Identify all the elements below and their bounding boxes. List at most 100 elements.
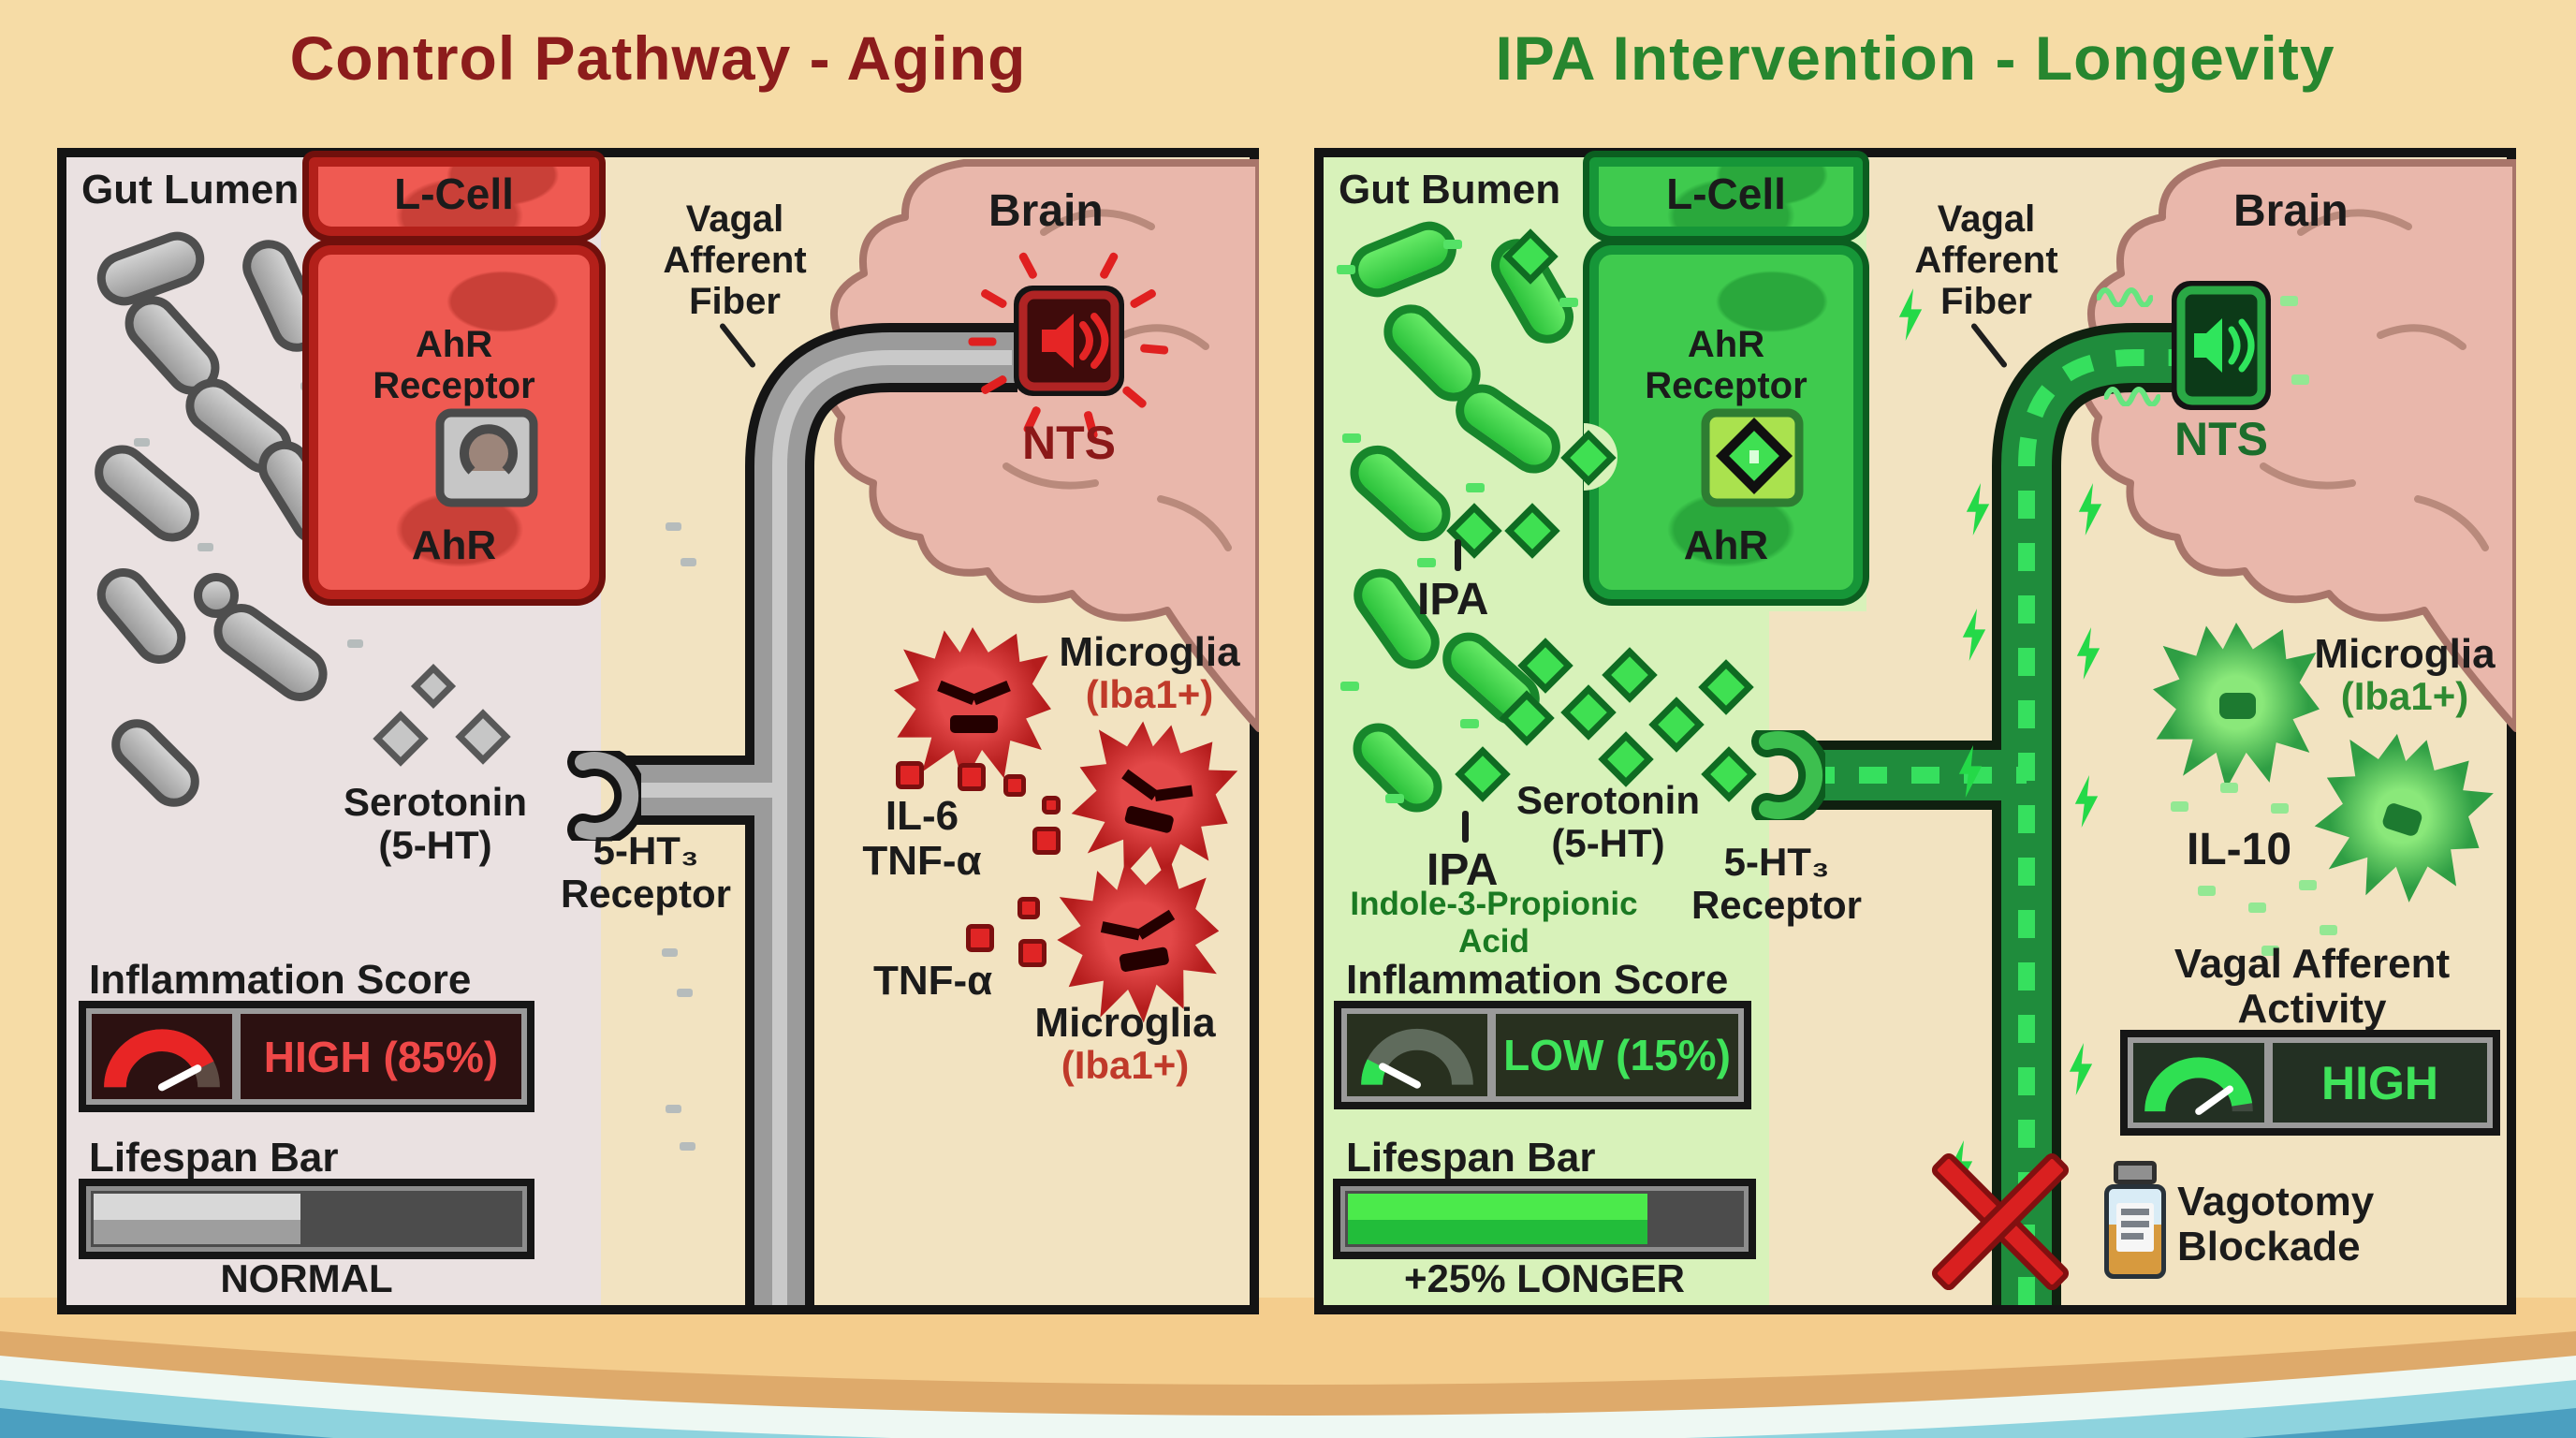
microglia-label-top: Microglia (1059, 629, 1240, 675)
l-cell-main-left (309, 245, 599, 599)
speck (677, 989, 693, 997)
left-panel-title: Control Pathway - Aging (289, 23, 1027, 93)
blockade-label: Vagotomy Blockade (2177, 1179, 2375, 1270)
microglia-cell-icon (894, 627, 1051, 785)
ht3-receptor-icon-left (567, 751, 641, 841)
l-cell-label: L-Cell (394, 169, 514, 218)
ahr-socket-icon (435, 408, 538, 507)
lifespan-bar-left (86, 1186, 527, 1252)
inflammation-title-left: Inflammation Score (89, 957, 472, 1003)
l-cell-label: L-Cell (1666, 169, 1786, 218)
signal-squiggle (2097, 287, 2153, 307)
brain-graphic-left (821, 159, 1259, 732)
tick-line (1462, 811, 1469, 843)
activity-value: HIGH (2321, 1056, 2438, 1109)
lifespan-title-left: Lifespan Bar (89, 1135, 339, 1181)
ipa-intervention-panel: L-Cell AhR Receptor AhR IPA IPA Indole-3… (1314, 148, 2516, 1314)
signal-squiggle (2104, 387, 2160, 406)
vagal-fiber-left (624, 323, 1017, 1305)
gauge-icon (104, 1029, 220, 1092)
fleck (2320, 925, 2337, 935)
sparkle (1337, 265, 1355, 274)
gut-lumen-label-left: Gut Lumen (81, 167, 300, 213)
ipa-label-upper: IPA (1417, 575, 1489, 624)
lifespan-fill (1348, 1194, 1647, 1244)
l-cell-top-right (1589, 157, 1863, 236)
cytokine-dot (1003, 774, 1026, 797)
ht3-label-right: 5-HT₃ Receptor (1690, 840, 1863, 928)
ht3-receptor-icon-right (1751, 730, 1825, 820)
gauge-icon (2144, 1057, 2253, 1115)
medicine-bottle-icon (2104, 1161, 2166, 1279)
lifespan-title-right: Lifespan Bar (1346, 1135, 1596, 1181)
right-panel-title: IPA Intervention - Longevity (1495, 23, 2335, 93)
inflammation-value-left: HIGH (85%) (263, 1032, 499, 1081)
fleck (2220, 783, 2238, 793)
speck (662, 948, 678, 957)
fleck (2171, 801, 2188, 812)
alarm-speaker-icon (1014, 286, 1124, 396)
cytokine-dot (1042, 796, 1061, 814)
fleck (2280, 296, 2298, 306)
l-cell-top-left (309, 157, 599, 236)
activity-title: Vagal Afferent Activity (2174, 941, 2451, 1033)
ahr-caption: AhR (1683, 522, 1769, 568)
iba1-marker-bottom: (Iba1+) (1061, 1043, 1190, 1087)
inflammation-meter-left: HIGH (85%) (86, 1008, 527, 1105)
gauge-icon (1361, 1028, 1473, 1089)
fleck (2271, 803, 2289, 814)
cytokine-dot (966, 924, 994, 952)
brain-label-left: Brain (988, 186, 1104, 236)
ahr-bound-diamond-icon (1701, 408, 1804, 507)
lifespan-bar-right (1340, 1186, 1749, 1252)
cytokine-label-2: TNF-α (873, 958, 993, 1004)
cytokine-labels: IL-6 TNF-α (862, 793, 982, 885)
brain-label-right: Brain (2233, 186, 2349, 236)
ahr-receptor-title: AhR Receptor (373, 324, 535, 406)
beach-waves-graphic (0, 1298, 2576, 1438)
sparkle (1340, 682, 1359, 691)
speck (666, 522, 681, 531)
sparkle (1460, 719, 1479, 728)
sparkle (1559, 298, 1578, 307)
iba1-marker-right: (Iba1+) (2340, 674, 2469, 718)
gut-lumen-label-right: Gut Bumen (1339, 167, 1561, 213)
ahr-caption: AhR (411, 522, 497, 568)
nts-label-left: NTS (1022, 417, 1116, 469)
sparkle (1466, 483, 1485, 492)
fleck (2291, 374, 2309, 385)
fleck (2299, 880, 2317, 890)
sparkle (1385, 794, 1404, 803)
lifespan-status-right: +25% LONGER (1404, 1256, 1685, 1300)
cytokine-dot (1032, 827, 1061, 855)
vagal-fiber-label-left: Vagal Afferent Fiber (663, 198, 807, 322)
ipa-full-name: Indole-3-Propionic Acid (1350, 886, 1638, 960)
lifespan-status-left: NORMAL (220, 1256, 393, 1300)
cytokine-dot (896, 761, 924, 789)
serotonin-label-right: Serotonin (5-HT) (1516, 778, 1700, 866)
serotonin-label-left: Serotonin (5-HT) (344, 780, 527, 868)
cytokine-dot (1017, 897, 1040, 919)
nts-label-right: NTS (2174, 413, 2268, 465)
fleck (2248, 902, 2266, 913)
microglia-label-right: Microglia (2314, 631, 2496, 677)
tick-line (1455, 539, 1461, 571)
red-x-icon (1928, 1150, 2072, 1294)
inflammation-title-right: Inflammation Score (1346, 957, 1729, 1003)
il10-label: IL-10 (2187, 825, 2292, 874)
vagal-fiber-right (1807, 323, 2177, 1305)
speck (681, 558, 696, 566)
inflammation-value-right: LOW (15%) (1503, 1031, 1731, 1079)
cytokine-dot (958, 763, 986, 791)
fleck (2261, 946, 2279, 956)
speck (300, 382, 316, 390)
ipa-label-lower: IPA (1427, 845, 1499, 895)
control-pathway-panel: L-Cell AhR Receptor AhR Vagal Afferent F… (57, 148, 1259, 1314)
microglia-cell-icon (2153, 623, 2320, 789)
sparkle (1443, 240, 1462, 249)
bacteria-circle-icon (194, 573, 239, 618)
speck (134, 438, 150, 447)
cytokine-dot (1018, 939, 1046, 967)
speck (198, 543, 213, 551)
